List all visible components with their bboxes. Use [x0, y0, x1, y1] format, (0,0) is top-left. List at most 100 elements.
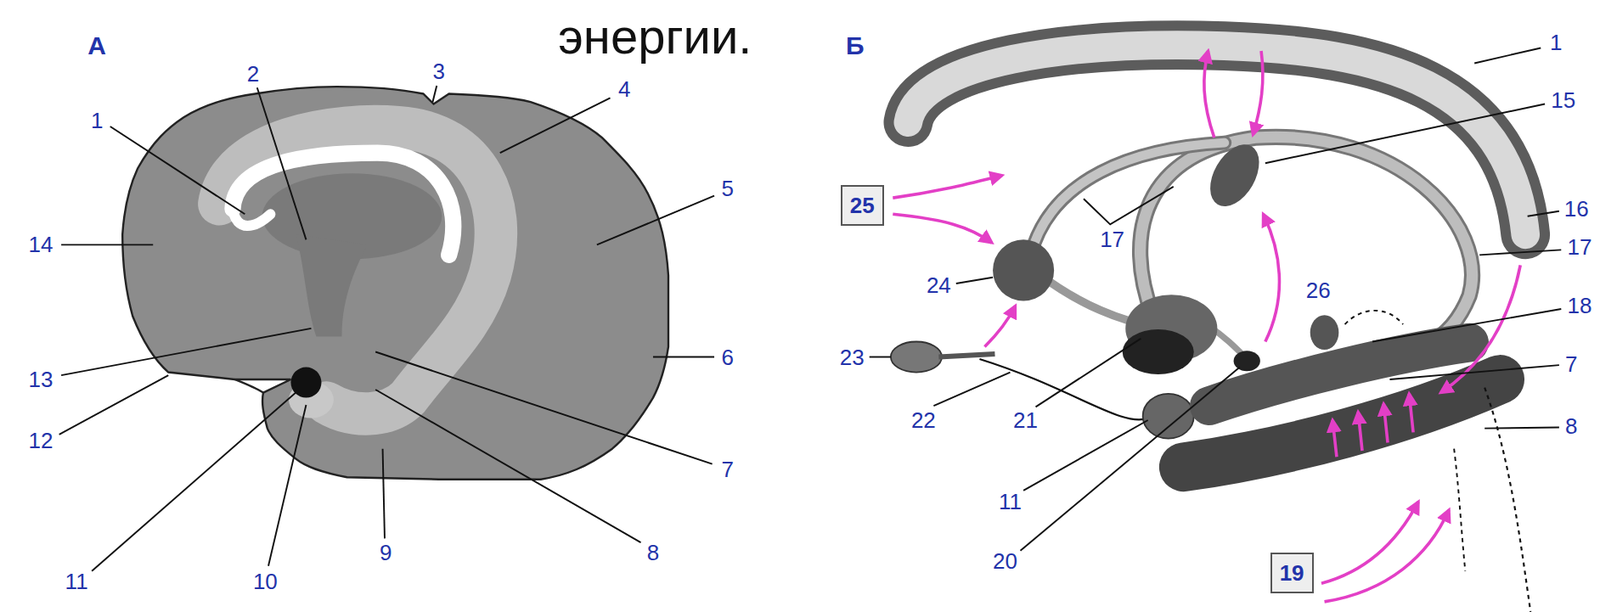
leader-line	[1265, 104, 1545, 164]
leader-line	[91, 390, 299, 572]
boxed-number: 19	[1270, 552, 1314, 594]
callout-number: 2	[247, 62, 260, 85]
leader-line	[1036, 338, 1142, 408]
leader-line	[61, 328, 311, 376]
diencephalon-stem	[295, 234, 367, 337]
structure-26	[1310, 315, 1340, 350]
lobe-notch	[234, 379, 264, 394]
callout-number: 14	[28, 233, 54, 256]
callout-number: 16	[1564, 197, 1589, 220]
flow-arrow	[1204, 50, 1215, 138]
flow-arrow	[892, 214, 992, 243]
leader-line	[110, 126, 246, 215]
flow-arrow	[1252, 50, 1262, 136]
callout-number: 7	[1565, 353, 1578, 376]
callout-number: 19	[1279, 562, 1305, 585]
callout-number: 11	[998, 490, 1022, 513]
leader-line	[500, 97, 611, 153]
bracket	[1083, 186, 1174, 225]
callout-number: 26	[1306, 279, 1331, 302]
leader-line	[375, 389, 641, 543]
callout-number: 17	[1099, 228, 1125, 251]
leader-line	[1020, 367, 1240, 552]
panel-letter: А	[87, 33, 107, 59]
callout-number: 13	[28, 368, 54, 391]
limbic-band	[219, 126, 496, 414]
leader-line	[1527, 211, 1560, 217]
callout-number: 7	[721, 458, 733, 481]
leader-line	[1484, 427, 1560, 429]
leader-line	[432, 85, 437, 102]
olfactory-tract	[938, 354, 995, 358]
callout-number: 5	[721, 177, 733, 200]
callout-number: 8	[647, 541, 660, 564]
structure-11	[1143, 394, 1195, 440]
hemisphere-a	[122, 86, 669, 480]
caption-fragment: энергии.	[557, 11, 752, 62]
callout-number: 17	[1566, 236, 1592, 259]
flow-arrow	[1408, 394, 1414, 434]
pink-arrows	[892, 50, 1521, 603]
flow-arrow	[1332, 420, 1337, 457]
flow-arrow	[1383, 404, 1388, 444]
leader-line	[59, 375, 170, 435]
callout-number: 4	[618, 78, 631, 101]
callout-number: 18	[1566, 294, 1592, 317]
leader-line	[268, 405, 306, 567]
callout-number: 1	[90, 109, 103, 132]
leader-line	[869, 356, 891, 359]
leader-line	[1023, 420, 1149, 491]
callout-number: 23	[839, 346, 865, 369]
fornix-front-outline	[1030, 142, 1225, 255]
leader-line	[1389, 365, 1559, 380]
structure-24	[992, 239, 1054, 301]
leader-lines-a	[59, 85, 715, 572]
leader-line	[653, 356, 715, 359]
leader-lines-b	[869, 47, 1562, 551]
boxed-number: 25	[840, 185, 885, 226]
callout-number: 22	[911, 409, 936, 432]
leader-line	[61, 243, 153, 246]
flow-arrow	[1321, 501, 1419, 584]
callout-number: 12	[28, 429, 54, 452]
callout-number: 15	[1550, 89, 1576, 112]
flow-arrow	[892, 175, 1003, 198]
leader-line	[597, 196, 715, 246]
leader-line	[257, 87, 307, 240]
corpus-callosum-genu	[232, 208, 271, 226]
limbic-system-b	[890, 45, 1531, 612]
leader-line	[383, 449, 385, 540]
corpus-callosum	[232, 152, 454, 255]
band-8	[1183, 379, 1500, 468]
dashed-boundary	[1453, 449, 1465, 572]
brain-outline	[122, 86, 669, 480]
drawing	[59, 45, 1562, 612]
flow-arrow	[1357, 411, 1363, 451]
flow-arrow	[1262, 214, 1279, 342]
fornix-front	[1030, 142, 1225, 255]
dashed-boundary	[1484, 388, 1531, 612]
callout-number: 8	[1565, 415, 1578, 438]
callout-number: 21	[1013, 409, 1038, 432]
leader-line	[375, 352, 712, 465]
callout-number: 9	[379, 541, 392, 564]
callout-number: 20	[992, 550, 1018, 573]
flow-arrow	[984, 305, 1015, 347]
callout-number: 11	[65, 570, 89, 593]
flow-arrow	[1324, 510, 1450, 603]
dashed-boundary	[1345, 310, 1403, 325]
panel-letter: Б	[845, 33, 865, 59]
callout-number: 24	[926, 274, 952, 297]
callout-number: 1	[1549, 31, 1562, 54]
structure-15	[1200, 135, 1269, 215]
callout-number: 3	[432, 60, 445, 83]
structure-21-core	[1122, 329, 1195, 375]
olfactory-bulb	[890, 342, 942, 373]
leader-line	[933, 372, 1010, 407]
leader-line	[1372, 309, 1561, 342]
callout-number: 25	[850, 194, 875, 217]
leader-line	[1479, 249, 1561, 255]
